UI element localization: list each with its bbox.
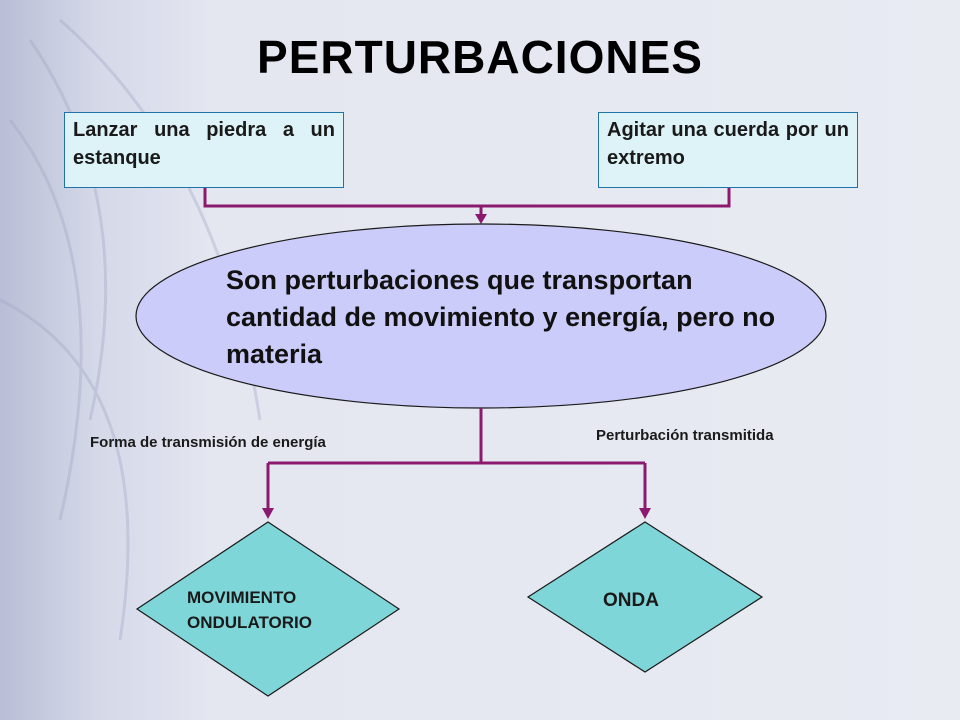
diamond-left <box>135 521 401 697</box>
arrowhead-ellipse <box>475 214 487 224</box>
connector-left-box <box>203 188 481 208</box>
arrowhead-left-diamond <box>262 508 274 519</box>
box-right: Agitar una cuerda por un extremo <box>598 112 858 188</box>
background-decoration <box>0 18 262 641</box>
arrowhead-right-diamond <box>639 508 651 519</box>
diamond-left-text: MOVIMIENTO ONDULATORIO <box>187 588 312 632</box>
page-title: PERTURBACIONES <box>257 31 703 83</box>
diamond-right-text: ONDA <box>603 590 659 611</box>
ellipse-text: Son perturbaciones que transportan canti… <box>226 265 776 369</box>
diamond-right <box>526 521 764 673</box>
box-left: Lanzar una piedra a un estanque <box>64 112 344 188</box>
box-right-text: Agitar una cuerda por un extremo <box>607 119 849 169</box>
connector-right-box <box>481 188 731 208</box>
label-transmission-form: Forma de transmisión de energía <box>90 434 326 451</box>
label-transmitted-perturbation: Perturbación transmitida <box>596 427 774 444</box>
box-left-text: Lanzar una piedra a un estanque <box>73 119 335 169</box>
